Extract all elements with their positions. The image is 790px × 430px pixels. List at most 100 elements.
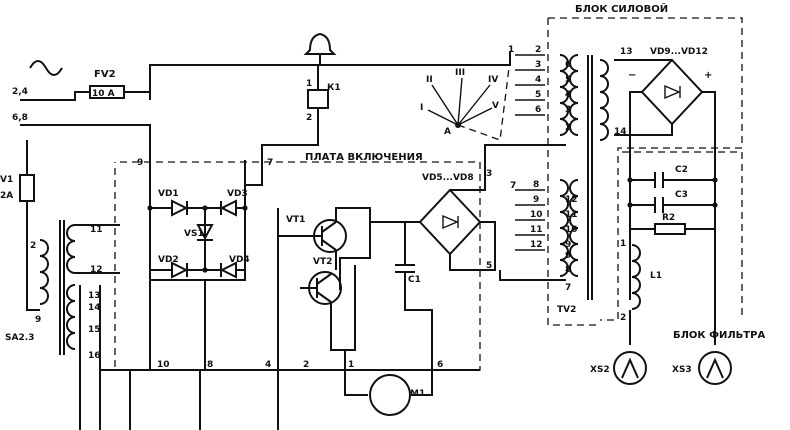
tv-pin: 8	[533, 180, 539, 190]
tv-pin: 11	[565, 210, 578, 220]
label-pin-16: 16	[88, 351, 101, 361]
resistor-r2	[654, 223, 686, 235]
socket-xs2	[613, 351, 647, 385]
label-fv2: FV2	[94, 69, 116, 80]
label-pin-14: 14	[614, 127, 627, 137]
label-sw-iv: IV	[488, 75, 498, 85]
label-l1-pin2: 2	[620, 313, 626, 323]
label-k1-pin1: 1	[306, 79, 312, 89]
label-vd9-vd12: VD9...VD12	[650, 47, 708, 57]
label-vd4: VD4	[229, 255, 250, 265]
label-sa: SA2.3	[5, 333, 34, 343]
diode-vd1	[171, 199, 189, 217]
diode-vd4	[219, 261, 237, 279]
label-board-pin5: 5	[486, 261, 492, 271]
label-vd3: VD3	[227, 189, 248, 199]
label-vt1: VT1	[286, 215, 305, 225]
label-bot-pin10: 10	[157, 360, 170, 370]
tv-pin: 2	[565, 123, 571, 133]
motor-m1	[369, 374, 411, 416]
label-plus: +	[704, 70, 712, 81]
bridge-vd5-vd8	[418, 188, 482, 256]
tv-pin: 3	[535, 60, 541, 70]
label-power-block: БЛОК СИЛОВОЙ	[575, 2, 668, 15]
socket-xs3	[698, 351, 732, 385]
rotary-switch	[427, 59, 511, 141]
label-bot-pin8: 8	[207, 360, 213, 370]
label-sw-i: I	[420, 103, 423, 113]
label-c2: С2	[675, 165, 688, 175]
label-m1: M1	[410, 389, 425, 399]
label-sw-iii: III	[455, 68, 465, 78]
diode-vd3	[219, 199, 237, 217]
label-tv-pin7: 7	[510, 181, 516, 191]
label-pin-2: 2	[30, 241, 36, 251]
bridge-vd9-vd12	[640, 58, 704, 126]
label-minus: −	[628, 70, 636, 81]
tv-pin: 6	[535, 105, 541, 115]
label-tv2: TV2	[557, 305, 576, 315]
label-bot-pin6: 6	[437, 360, 443, 370]
label-vd2: VD2	[158, 255, 179, 265]
power-transformer	[559, 54, 609, 300]
label-board-pin3: 3	[486, 169, 492, 179]
label-xs2: XS2	[590, 365, 610, 375]
label-l1: L1	[650, 271, 662, 281]
label-2a: 2А	[0, 191, 13, 201]
label-pin-68: 6,8	[12, 113, 28, 123]
tv-pin: 10	[530, 210, 543, 220]
tv-pin: 6	[565, 60, 571, 70]
tv-pin: 7	[565, 283, 571, 293]
label-fuse-rating: 10 А	[92, 89, 115, 99]
label-switch-board: ПЛАТА ВКЛЮЧЕНИЯ	[305, 152, 423, 163]
tv-pin: 4	[535, 75, 541, 85]
label-board-pin9: 9	[137, 158, 143, 168]
label-pin-13: 13	[620, 47, 633, 57]
tv-pin: 3	[565, 105, 571, 115]
label-bot-pin2: 2	[303, 360, 309, 370]
label-board-pin7: 7	[267, 158, 273, 168]
label-vd5-vd8: VD5...VD8	[422, 173, 474, 183]
tv-pin: 10	[565, 225, 578, 235]
bell-icon	[303, 32, 337, 65]
label-bot-pin1: 1	[348, 360, 354, 370]
label-sw-pin1: 1	[508, 45, 514, 55]
filter-block-outline	[622, 151, 743, 318]
label-sw-v: V	[492, 101, 499, 111]
label-sw-ii: II	[426, 75, 433, 85]
ac-sine-icon	[29, 60, 63, 76]
tv-pin: 11	[530, 225, 543, 235]
label-bot-pin4: 4	[265, 360, 271, 370]
tv-pin: 5	[565, 75, 571, 85]
power-block-outline	[547, 17, 743, 326]
label-l1-pin1: 1	[620, 239, 626, 249]
label-filter-block: БЛОК ФИЛЬТРА	[673, 330, 765, 341]
tv-pin: 12	[530, 240, 543, 250]
label-v1: V1	[0, 175, 13, 185]
tv-pin: 9	[565, 240, 571, 250]
label-sw-a: A	[444, 127, 451, 137]
label-vs1: VS1	[184, 229, 204, 239]
label-c1: С1	[408, 275, 421, 285]
tv-pin: 2	[535, 45, 541, 55]
label-vd1: VD1	[158, 189, 179, 199]
fuse-v1	[19, 174, 35, 202]
label-k1-pin2: 2	[306, 113, 312, 123]
label-pin-14b: 14	[88, 303, 101, 313]
label-r2: R2	[662, 213, 675, 223]
label-pin-24: 2,4	[12, 87, 28, 97]
thyristor-vs1	[196, 224, 214, 241]
label-k1: К1	[327, 83, 341, 93]
choke-l1	[631, 244, 641, 310]
label-xs3: XS3	[672, 365, 692, 375]
relay-k1	[307, 89, 329, 109]
tv-pin: 8	[565, 265, 571, 275]
tv-pin: 12	[565, 195, 578, 205]
tv-pin: 9	[565, 251, 571, 261]
label-vt2: VT2	[313, 257, 332, 267]
label-pin-15: 15	[88, 325, 101, 335]
diode-vd2	[171, 261, 189, 279]
tv-pin: 5	[535, 90, 541, 100]
label-pin-11: 11	[90, 225, 103, 235]
